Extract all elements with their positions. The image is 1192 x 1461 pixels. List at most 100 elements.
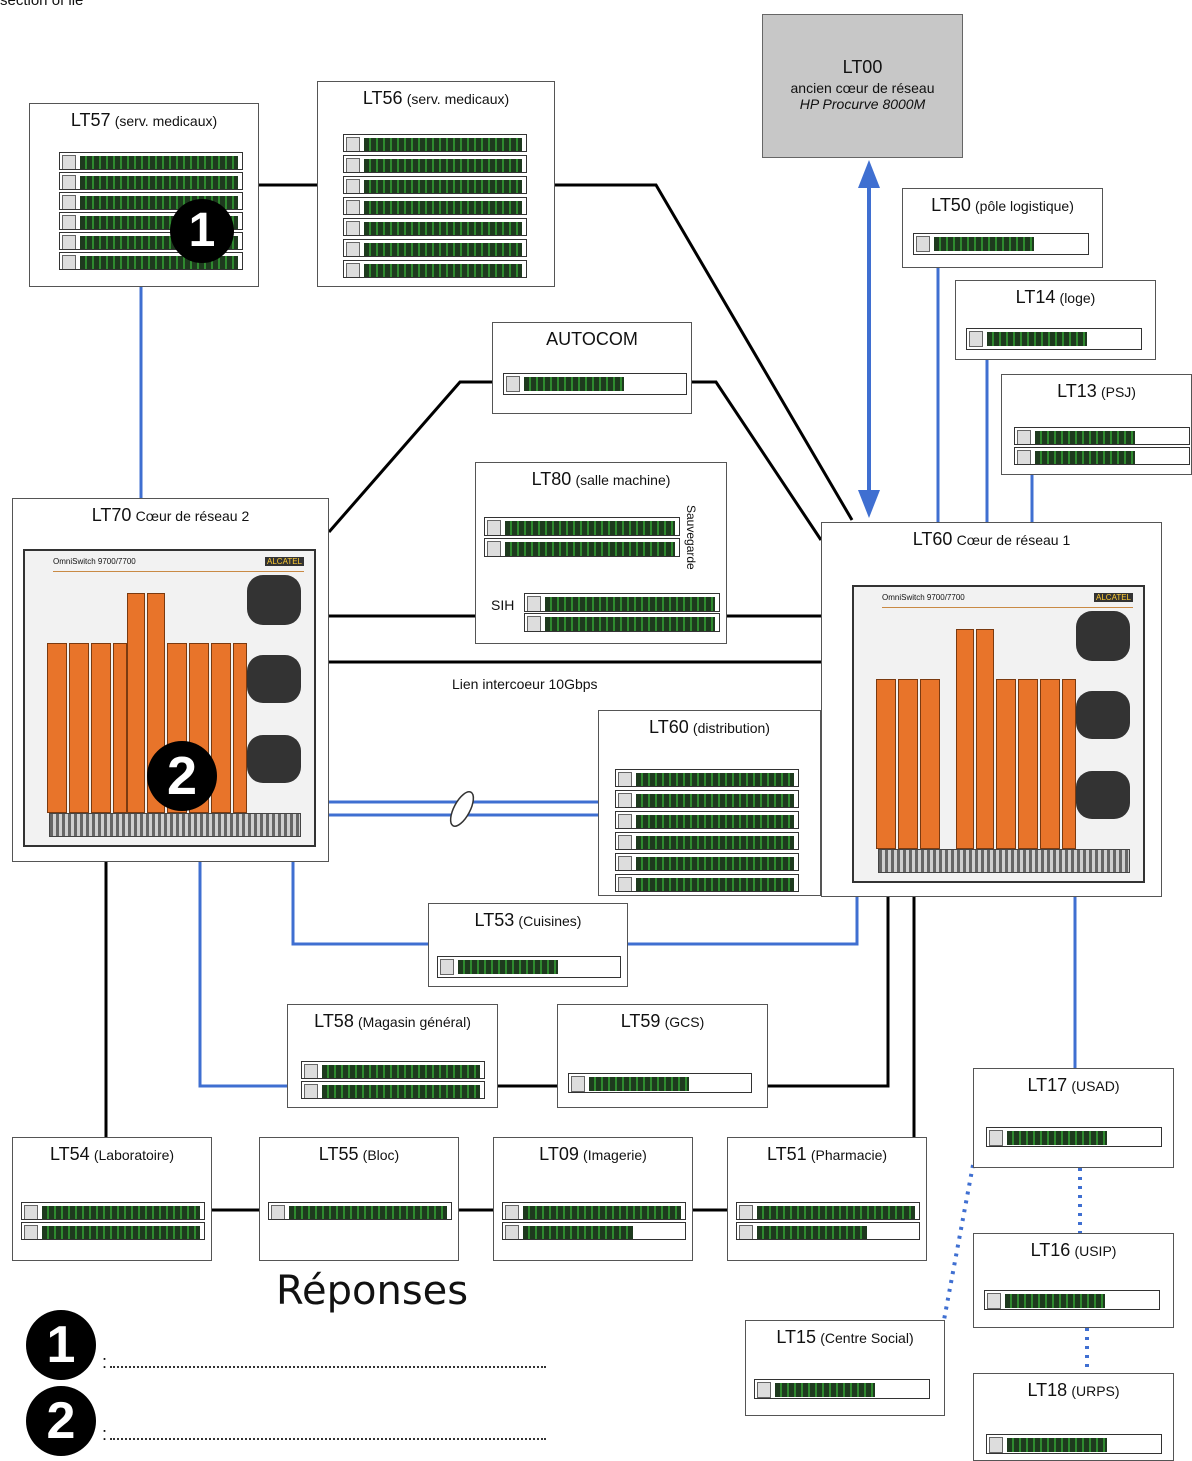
node-lt60dist-code: LT60 <box>649 717 689 737</box>
node-lt55-sub: (Bloc) <box>362 1147 400 1163</box>
chassis-brand: ALCATEL <box>1094 593 1133 602</box>
node-lt58-code: LT58 <box>314 1011 354 1031</box>
switch-unit <box>615 832 799 850</box>
node-lt14-code: LT14 <box>1015 287 1056 307</box>
node-lt80[interactable]: LT80 (salle machine) Sauvegarde SIH <box>475 462 727 644</box>
node-lt70-sub: Cœur de réseau 2 <box>135 508 250 524</box>
lt00-double-arrow <box>858 160 880 518</box>
node-lt59-sub: (GCS) <box>664 1014 705 1030</box>
node-lt58[interactable]: LT58 (Magasin général) <box>287 1004 498 1108</box>
chassis-omniswitch: OmniSwitch 9700/7700 ALCATEL <box>23 549 316 847</box>
link-lt56-lt60 <box>555 183 854 521</box>
node-lt60-core[interactable]: LT60 Cœur de réseau 1 OmniSwitch 9700/77… <box>821 522 1162 897</box>
chassis-model: OmniSwitch 9700/7700 <box>53 557 136 566</box>
dotted-lt17-lt15 <box>942 1164 975 1321</box>
switch-unit <box>21 1202 205 1220</box>
switch-unit <box>984 1290 1160 1310</box>
node-lt15-sub: (Centre Social) <box>820 1330 914 1346</box>
switch-unit <box>343 155 527 173</box>
node-lt13-code: LT13 <box>1057 381 1097 401</box>
node-lt60-distribution[interactable]: LT60 (distribution) <box>598 710 821 896</box>
node-lt17[interactable]: LT17 (USAD) <box>973 1068 1174 1168</box>
switch-unit <box>268 1202 452 1220</box>
node-lt54[interactable]: LT54 (Laboratoire) <box>12 1137 212 1261</box>
switch-unit <box>615 790 799 808</box>
switch-unit <box>21 1222 205 1240</box>
node-lt50-code: LT50 <box>931 195 971 215</box>
node-lt50-sub: (pôle logistique) <box>975 198 1074 214</box>
switch-unit <box>754 1379 930 1399</box>
answer-2-marker: 2 <box>26 1386 96 1456</box>
node-lt80-sauvegarde: Sauvegarde <box>684 505 698 570</box>
node-lt00[interactable]: LT00 ancien cœur de réseau HP Procurve 8… <box>762 14 963 158</box>
switch-unit <box>1014 427 1190 445</box>
node-lt51-code: LT51 <box>766 1144 807 1164</box>
node-autocom[interactable]: AUTOCOM <box>492 322 692 414</box>
node-lt57-sub: (serv. medicaux) <box>114 113 218 129</box>
answer-2-field[interactable] <box>110 1438 546 1440</box>
answer-1-marker: 1 <box>26 1310 96 1380</box>
node-lt51[interactable]: LT51 (Pharmacie) <box>727 1137 927 1261</box>
node-lt13-sub: (PSJ) <box>1100 384 1136 400</box>
node-lt70[interactable]: LT70 Cœur de réseau 2 OmniSwitch 9700/77… <box>12 498 329 862</box>
node-lt16-sub: (USIP) <box>1074 1243 1117 1259</box>
switch-unit <box>484 517 680 536</box>
switch-unit <box>736 1202 920 1220</box>
switch-unit <box>986 1434 1162 1454</box>
marker-1-badge: 1 <box>170 199 234 263</box>
node-lt16[interactable]: LT16 (USIP) <box>973 1233 1174 1328</box>
header-fragment: section of lie <box>0 0 84 9</box>
switch-unit <box>503 373 687 395</box>
node-lt18-sub: (URPS) <box>1071 1383 1120 1399</box>
switch-unit <box>615 811 799 829</box>
node-lt60dist-sub: (distribution) <box>692 720 770 736</box>
node-lt17-code: LT17 <box>1027 1075 1068 1095</box>
node-lt15[interactable]: LT15 (Centre Social) <box>745 1320 945 1416</box>
node-lt56[interactable]: LT56 (serv. medicaux) <box>317 81 555 287</box>
node-lt57[interactable]: LT57 (serv. medicaux) 1 <box>29 103 259 287</box>
fiber-lt70-lt58 <box>198 862 300 1088</box>
switch-unit <box>301 1061 485 1079</box>
switch-unit <box>1014 447 1190 465</box>
answer-1-field[interactable] <box>110 1366 546 1368</box>
node-lt13[interactable]: LT13 (PSJ) <box>1001 374 1192 475</box>
switch-unit <box>615 769 799 787</box>
switch-unit <box>343 218 527 236</box>
fiber-bundle-marker <box>449 791 475 827</box>
node-lt18[interactable]: LT18 (URPS) <box>973 1373 1174 1461</box>
chassis-brand: ALCATEL <box>265 557 304 566</box>
node-lt55-code: LT55 <box>318 1144 359 1164</box>
chassis-model: OmniSwitch 9700/7700 <box>882 593 965 602</box>
node-lt59[interactable]: LT59 (GCS) <box>557 1004 768 1108</box>
node-lt53-code: LT53 <box>474 910 515 930</box>
node-lt57-code: LT57 <box>70 110 111 130</box>
node-lt55[interactable]: LT55 (Bloc) <box>259 1137 459 1261</box>
node-lt53[interactable]: LT53 (Cuisines) <box>428 903 628 987</box>
switch-unit <box>615 853 799 871</box>
chassis-omniswitch: OmniSwitch 9700/7700 ALCATEL <box>852 585 1145 883</box>
node-lt17-sub: (USAD) <box>1071 1078 1120 1094</box>
switch-unit <box>736 1222 920 1240</box>
switch-unit <box>913 233 1089 255</box>
node-lt59-code: LT59 <box>620 1011 661 1031</box>
switch-unit <box>484 538 680 557</box>
switch-unit <box>615 874 799 892</box>
node-lt00-line3: HP Procurve 8000M <box>799 96 926 112</box>
node-lt00-code: LT00 <box>842 57 883 77</box>
node-lt53-sub: (Cuisines) <box>518 913 582 929</box>
node-lt50[interactable]: LT50 (pôle logistique) <box>902 188 1103 268</box>
node-lt09[interactable]: LT09 (Imagerie) <box>493 1137 693 1261</box>
switch-unit <box>568 1073 752 1093</box>
link-label-intercore: Lien intercoeur 10Gbps <box>452 676 598 692</box>
marker-2-badge: 2 <box>147 741 217 811</box>
switch-unit <box>59 172 243 190</box>
switch-unit <box>966 328 1142 350</box>
node-lt14[interactable]: LT14 (loge) <box>955 280 1156 360</box>
node-lt60core-code: LT60 <box>912 529 953 549</box>
switch-unit <box>343 239 527 257</box>
node-lt56-code: LT56 <box>362 88 403 108</box>
node-lt09-code: LT09 <box>539 1144 579 1164</box>
node-lt16-code: LT16 <box>1030 1240 1071 1260</box>
node-lt80-sih: SIH <box>491 597 515 613</box>
